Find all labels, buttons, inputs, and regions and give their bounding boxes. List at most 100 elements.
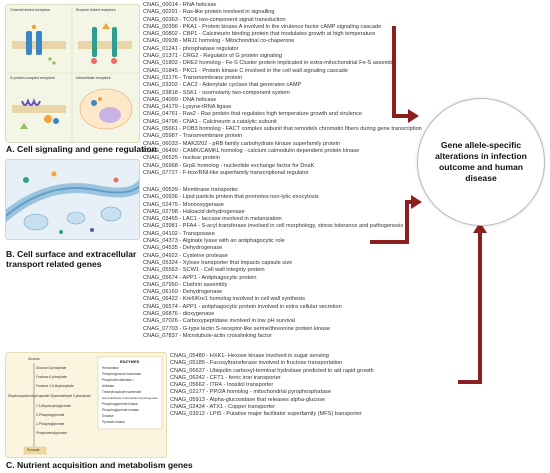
receptor-diagrams — [6, 5, 139, 142]
gene-item: CNAG_04373 - Alginate lyase with an anti… — [143, 238, 285, 245]
enzyme-receptor-icon — [78, 23, 132, 64]
enzyme-item: Phosphoglycerate mutase — [102, 408, 139, 412]
gene-item: CNAG_05324 - Xylose transporter that imp… — [143, 259, 293, 266]
gene-item: CNAG_00291 - Ras-like protein involved i… — [143, 9, 275, 16]
gene-item: CNAG_05563 - SCW1 - Cell wall integrity … — [143, 267, 265, 274]
section-b-title: B. Cell surface and extracellular transp… — [6, 249, 137, 269]
gene-item: CNAG_00014 - RNA helicase — [143, 2, 217, 8]
gene-item: CNAG_01241 - phosphatase regulator — [143, 45, 239, 52]
pathway-node: Fructose 6-phosphate — [36, 375, 68, 379]
pathway-node: Pyruvate — [27, 448, 40, 452]
cell-signaling-illustration: Channel-linked receptors Enzyme-linked r… — [5, 4, 140, 143]
caption-enzyme-linked: Enzyme-linked receptors — [76, 8, 116, 12]
gene-item: CNAG_06637 - Ubiquitin carboxyl-terminal… — [170, 367, 374, 374]
gene-item: CNAG_04922 - Cysteine protease — [143, 252, 228, 259]
gene-item: CNAG_03818 - SSK1 - osomolarity two-comp… — [143, 89, 290, 96]
glycolysis-pathway-diagram — [23, 356, 163, 455]
gene-item: CNAG_05913 - Alpha-glucosidase that rele… — [170, 396, 326, 403]
outcome-label: Gene allele-specific alterations in infe… — [435, 140, 527, 183]
cell-surface-illustration — [5, 159, 140, 240]
caption-gpcr: G-protein-coupled receptors — [10, 76, 55, 80]
gene-item: CNAG_06968 - GrpE homolog - nucleotide e… — [143, 162, 315, 169]
gene-item: CNAG_03981 - PFA4 - S-acyl transferase i… — [143, 223, 404, 230]
gene-item: CNAG_05987 - Transmembrane protein — [143, 133, 243, 140]
gene-item: CNAG_04761 - Ras2 - Ras protein that reg… — [143, 111, 362, 118]
gene-item: CNAG_04796 - CNA1 - Calcineurin a cataly… — [143, 118, 277, 125]
pathway-node: 1,3-Bisphosphoglycerate — [36, 404, 72, 408]
gene-item: CNAG_05185 - Fucosyltransferase involved… — [170, 360, 343, 367]
gene-item: CNAG_00396 - PKA1 - Protein kinase A inv… — [143, 23, 382, 30]
section-a-title: A. Cell signaling and gene regulation — [6, 144, 157, 154]
pathway-node: Glucose — [28, 357, 40, 361]
gene-item: CNAG_04179 - Lysyne-tRNA ligase — [143, 104, 232, 111]
enzyme-item: Glyceraldehyde 3-phosphate dehydrogenase — [102, 396, 158, 400]
gene-item: CNAG_06169 - Dehydrogenase — [143, 289, 223, 296]
gene-item: CNAG_05674 - APP1 - Antiphagocytic prote… — [143, 274, 257, 281]
pathway-node: Glucose 6-phosphate — [36, 366, 67, 370]
pathway-node: 3-Phosphoglycerate — [36, 413, 65, 417]
pathway-node: Phosphoenolpyruvate — [36, 431, 67, 435]
gene-item: CNAG_05661 - POB3 homolog - FACT complex… — [143, 126, 422, 133]
gpcr-icon — [12, 98, 66, 129]
gene-item: CNAG_03465 - LAC1 - laccase involved in … — [143, 216, 282, 223]
intracellular-receptor-icon — [79, 88, 133, 130]
caption-channel-linked: Channel-linked receptors — [10, 8, 50, 12]
section-b-gene-list: CNAG_00539 - Membrane transporter CNAG_0… — [143, 187, 403, 340]
gene-item: CNAG_06574 - APP1 - antiphagocytic prote… — [143, 303, 342, 310]
gene-item: CNAG_06876 - dioxygenase — [143, 311, 215, 318]
gene-item: CNAG_06242 - CFT1 - ferric iron transpor… — [170, 374, 281, 381]
enzyme-item: Triosephosphate isomerase — [102, 390, 142, 394]
enzyme-item: Phosphoglycerate kinase — [102, 402, 138, 406]
gene-item: CNAG_01845 - PKC1 - Protein kinase C inv… — [143, 67, 348, 74]
gene-item: CNAG_00802 - CBP1 - Calcineurin binding … — [143, 31, 376, 38]
gene-item: CNAG_04535 - Dehydrogenase — [143, 245, 223, 252]
gene-item: CNAG_05662 - ITR4 - Inositol transporter — [170, 382, 274, 389]
enzyme-item: Phosphoglucose isomerase — [102, 372, 142, 376]
enzyme-item: Aldolase — [102, 384, 115, 388]
enzymes-title: ENZYMES — [120, 359, 140, 364]
gene-item: CNAG_01371 - CRG2 - Regulator of G prote… — [143, 53, 282, 60]
enzyme-item: Hexokinase — [102, 366, 119, 370]
glycolysis-illustration: Glucose Glucose 6-phosphate Fructose 6-p… — [5, 352, 167, 458]
pathway-node: Glyceraldehyde 3-phosphate — [50, 394, 91, 398]
channel-receptor-icon — [12, 24, 66, 65]
gene-item: CNAG_06033 - MAK3202 - pRB family carboh… — [143, 140, 341, 147]
gene-item: CNAG_07727 - F-box/RNI-like superfamily … — [143, 169, 309, 176]
gene-item: CNAG_06490 - CAMK/CAMKL homolog - calciu… — [143, 147, 360, 154]
caption-intracellular: Intracellular receptors — [76, 76, 111, 80]
enzyme-item: Enolase — [102, 414, 114, 418]
gene-item: CNAG_02434 - ATX1 - Copper transporter — [170, 404, 275, 411]
gene-item: CNAG_03202 - CAC2 - Adenylate cyclase th… — [143, 82, 302, 89]
gene-item: CNAG_06525 - nuclear protein — [143, 155, 220, 162]
cell-surface-diagram — [6, 171, 139, 234]
gene-item: CNAG_03912 - LPI5 - Putative major facil… — [170, 411, 362, 418]
gene-item: CNAG_00936 - Lipid particle protein that… — [143, 194, 319, 201]
gene-item: CNAG_02475 - Monooxygenase — [143, 201, 224, 208]
gene-item: CNAG_02177 - PPI2A homolog - mitochondri… — [170, 389, 332, 396]
gene-item: CNAG_06422 - Kre6/Kre1 homolog involved … — [143, 296, 305, 303]
gene-item: CNAG_01802 - DRE2 homolog - Fe-S Cluster… — [143, 60, 397, 67]
section-b-title-line-1: B. Cell surface and extracellular transp… — [6, 249, 146, 269]
gene-item: CNAG_05480 - HXK1- Hexose kinase involve… — [170, 353, 329, 359]
arrow-head-up — [473, 222, 487, 233]
gene-item: CNAG_00539 - Membrane transporter — [143, 187, 239, 193]
gene-item: CNAG_07703 - G-type lectin S-receptor-li… — [143, 325, 331, 332]
gene-item: CNAG_07026 - Carboxypeptidase involved i… — [143, 318, 296, 325]
gene-item: CNAG_04099 - DNA helicase — [143, 96, 217, 103]
section-a-gene-list: CNAG_00014 - RNA helicase CNAG_00291 - R… — [143, 2, 422, 177]
gene-item: CNAG_04102 - Transposase — [143, 230, 215, 237]
pathway-node: Dihydroxyacetone phosphate — [8, 394, 50, 398]
enzyme-item: Pyruvate kinase — [102, 420, 125, 424]
enzyme-item: Phosphofructokinase I — [102, 378, 134, 382]
section-c-gene-list: CNAG_05480 - HXK1- Hexose kinase involve… — [170, 353, 374, 419]
section-c-title: C. Nutrient acquisition and metabolism g… — [6, 460, 193, 470]
gene-item: CNAG_00938 - MRJ1 homolog - Mitochondria… — [143, 38, 295, 45]
pathway-node: Fructose 1,6-bisphosphate — [36, 384, 74, 388]
pathway-node: 2-Phosphoglycerate — [36, 422, 65, 426]
outcome-circle: Gene allele-specific alterations in infe… — [417, 98, 545, 226]
gene-item: CNAG_00363 - TCO6 two-component signal t… — [143, 16, 286, 23]
gene-item: CNAG_02798 - Haloacid dehydrogenase — [143, 208, 245, 215]
gene-item: CNAG_07950 - Clathrin assembly — [143, 281, 228, 288]
gene-item: CNAG_02176 - Transmembrane protein — [143, 74, 243, 81]
gene-item: CNAG_07837 - Microtubule-actin crosslink… — [143, 332, 272, 339]
